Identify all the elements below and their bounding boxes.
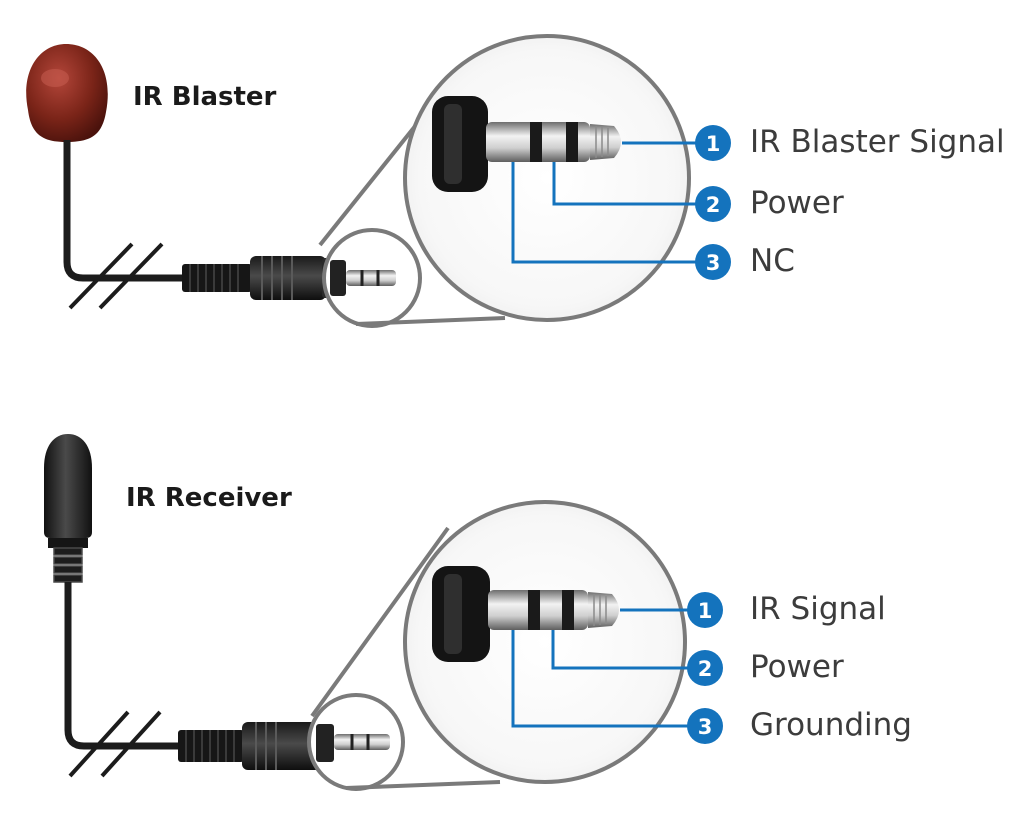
ir-receiver-plug-icon xyxy=(178,722,322,770)
ir-receiver-pin-1-badge: 1 xyxy=(687,592,723,628)
ir-receiver-cable xyxy=(64,582,178,750)
ir-receiver-pin-1-label: IR Signal xyxy=(750,591,886,627)
ir-blaster-jack-icon xyxy=(432,96,621,192)
ir-blaster-pin-3-label: NC xyxy=(750,243,795,279)
ir-blaster-leader-lines xyxy=(511,141,708,264)
ir-receiver-section: 1 2 3 xyxy=(44,434,723,791)
ir-blaster-title: IR Blaster xyxy=(133,82,277,112)
svg-text:3: 3 xyxy=(706,251,721,275)
svg-text:1: 1 xyxy=(706,132,721,156)
svg-text:3: 3 xyxy=(698,715,713,739)
ir-blaster-section: 1 2 3 xyxy=(26,34,731,328)
ir-blaster-head-icon xyxy=(26,44,108,142)
svg-text:2: 2 xyxy=(706,193,721,217)
ir-blaster-pin-1-badge: 1 xyxy=(695,125,731,161)
ir-blaster-pin-3-badge: 3 xyxy=(695,244,731,280)
ir-blaster-pin-2-label: Power xyxy=(750,185,844,221)
ir-receiver-pin-3-badge: 3 xyxy=(687,708,723,744)
svg-text:2: 2 xyxy=(698,657,713,681)
ir-receiver-jack-icon xyxy=(432,566,619,662)
ir-blaster-plug-icon xyxy=(182,256,334,300)
svg-text:1: 1 xyxy=(698,599,713,623)
ir-blaster-pin-1-label: IR Blaster Signal xyxy=(750,124,1005,160)
ir-blaster-cable xyxy=(63,140,182,282)
ir-receiver-head-icon xyxy=(44,434,92,538)
ir-receiver-title: IR Receiver xyxy=(126,483,292,513)
ir-receiver-pin-3-label: Grounding xyxy=(750,707,912,743)
ir-receiver-pin-2-badge: 2 xyxy=(687,650,723,686)
ir-receiver-leader-lines xyxy=(511,608,700,728)
ir-receiver-pin-2-label: Power xyxy=(750,649,844,685)
ir-blaster-pin-2-badge: 2 xyxy=(695,186,731,222)
